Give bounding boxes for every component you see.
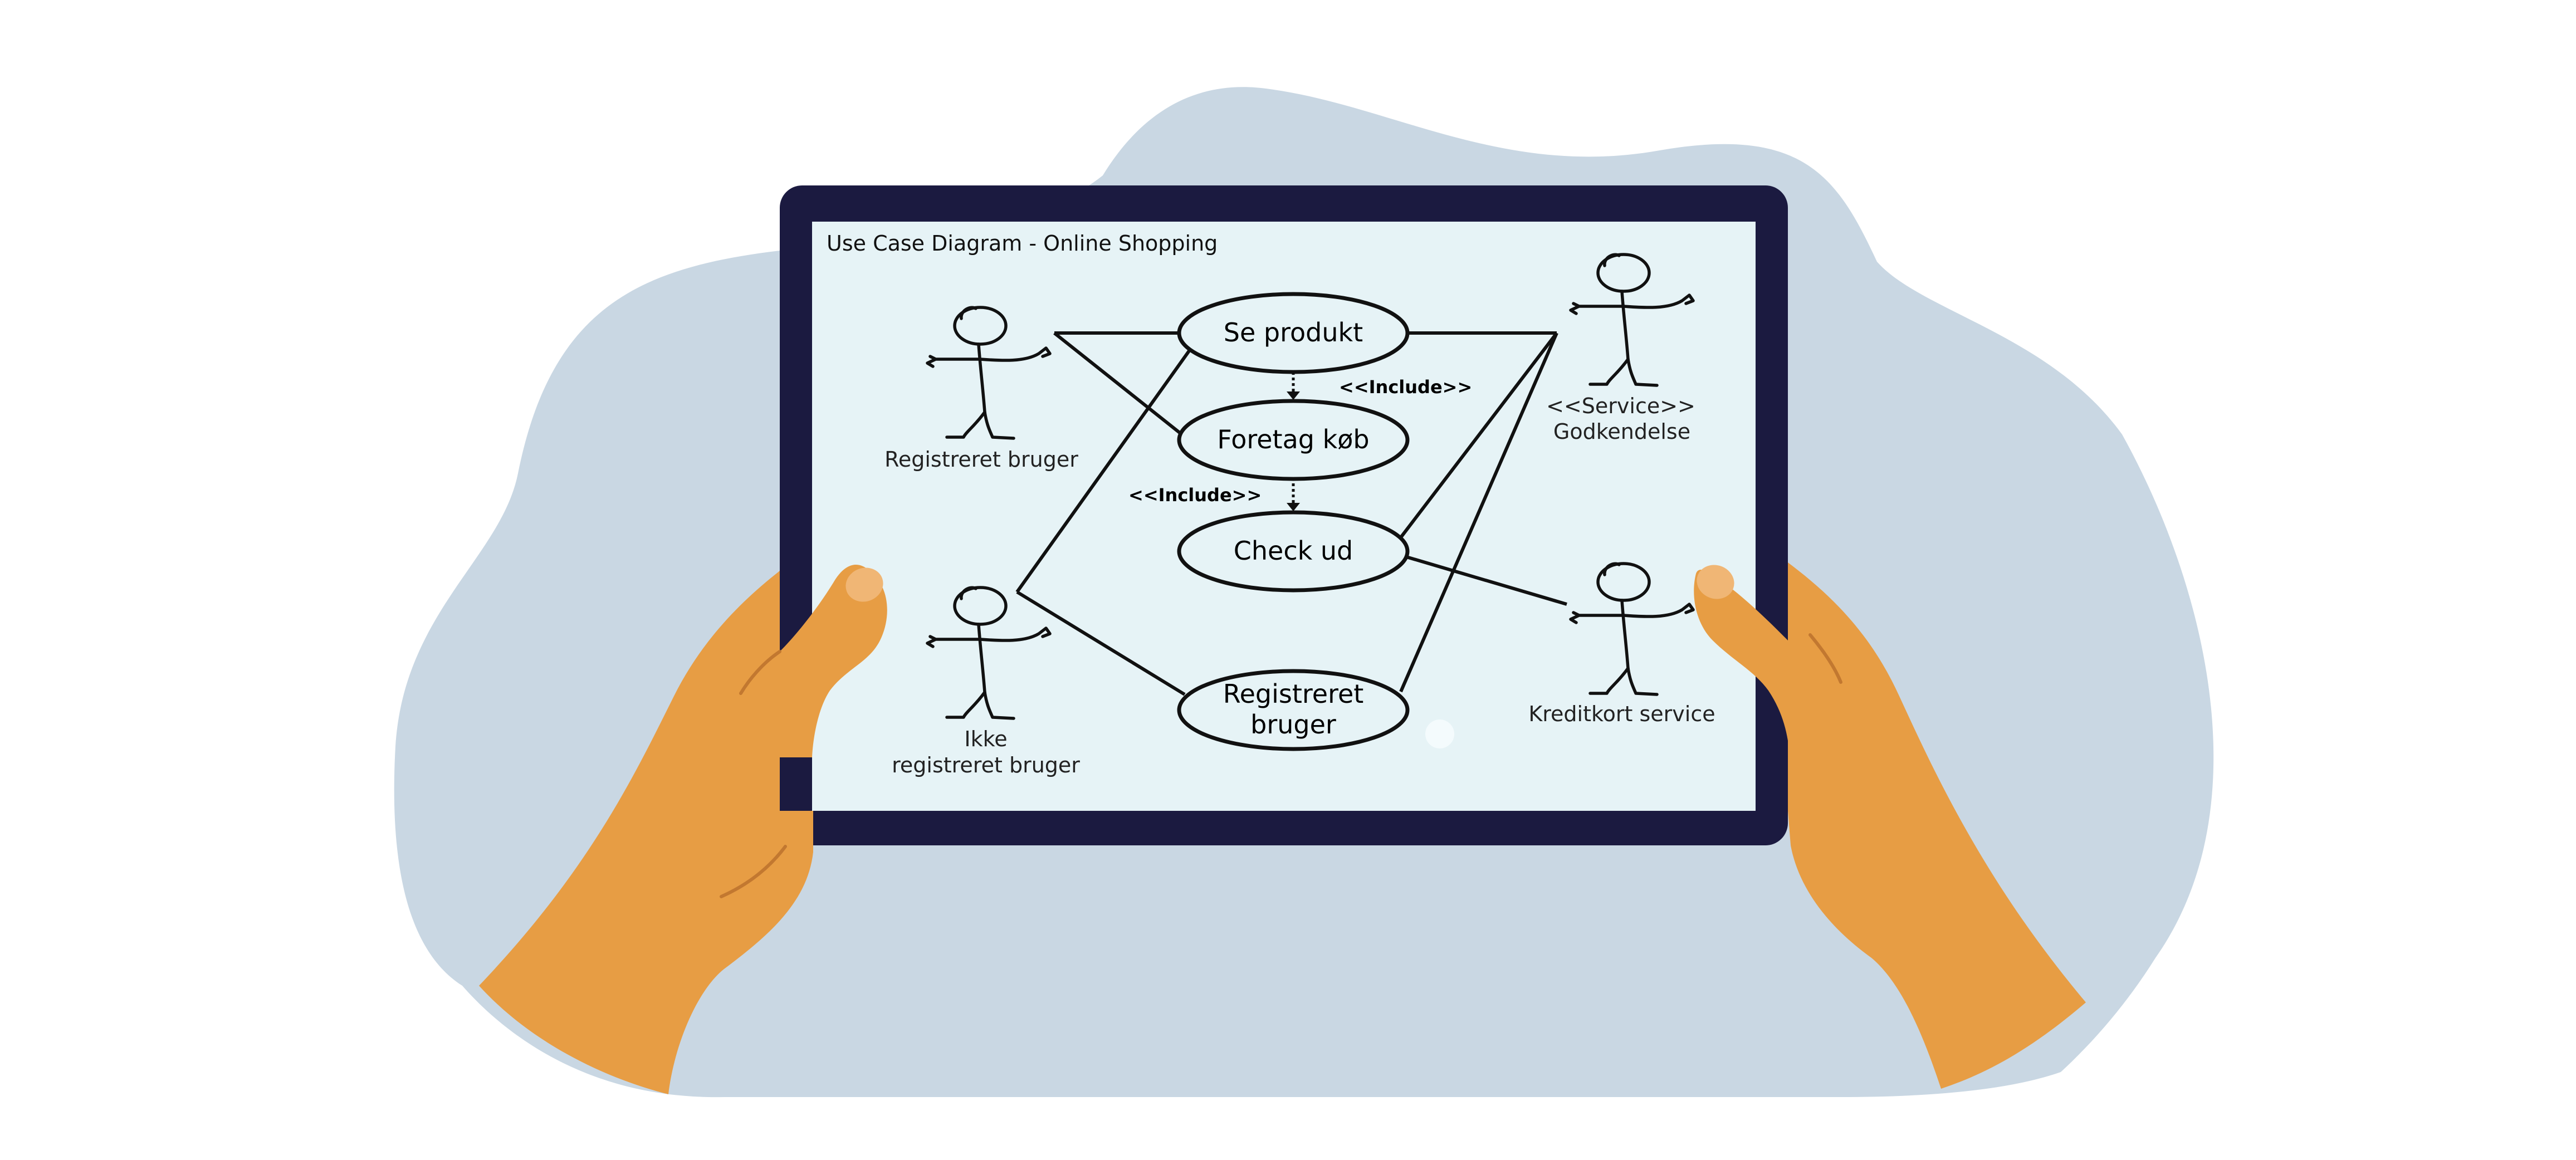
actor-registreret-bruger-label: Registreret bruger: [884, 447, 1078, 472]
assoc-registreret-foretag-koeb: [1053, 331, 1181, 434]
actor-figure-icon: [1569, 562, 1695, 696]
actor-kreditkort-service-label: Kreditkort service: [1528, 702, 1715, 726]
actor-ikke-registreret: [926, 586, 1052, 720]
include-arrows: [1287, 372, 1300, 511]
actor-figure-icon: [926, 586, 1052, 720]
diagram-title: Use Case Diagram - Online Shopping: [827, 231, 1218, 256]
include-arrow-2: [1287, 483, 1300, 511]
assoc-registreret-bruger-godkendelse: [1399, 332, 1558, 693]
actor-godkendelse-label: Godkendelse: [1553, 419, 1690, 444]
assoc-ikke-registreret-bruger: [1016, 590, 1186, 696]
use-case-check-ud: Check ud: [1177, 510, 1410, 593]
left-hand: [479, 565, 887, 1094]
left-hand-crease-2: [720, 845, 787, 898]
use-case-registreret-bruger: Registreret bruger: [1177, 669, 1410, 751]
right-thumbnail-icon: [1697, 565, 1734, 599]
include-label-1: <<Include>>: [1339, 376, 1472, 398]
left-hand-crease: [739, 650, 781, 695]
include-label-2: <<Include>>: [1128, 484, 1262, 506]
actor-ikke-registreret-label-line1: Ikke: [964, 727, 1007, 751]
assoc-check-ud-godkendelse: [1399, 332, 1558, 539]
right-hand-crease: [1808, 633, 1842, 684]
left-thumb: [780, 565, 887, 757]
left-hand-palm: [479, 571, 813, 1094]
association-lines: [1015, 331, 1567, 696]
actor-kreditkort-service: [1569, 562, 1695, 696]
left-thumbnail-icon: [845, 567, 883, 602]
actor-godkendelse-stereotype: <<Service>>: [1546, 394, 1695, 418]
actor-ikke-registreret-label-line2: registreret bruger: [892, 753, 1080, 777]
use-case-foretag-koeb: Foretag køb: [1177, 399, 1410, 481]
screen-reflection: [1425, 720, 1454, 748]
right-hand-palm: [1788, 562, 2086, 1089]
right-hand: [1694, 562, 2086, 1089]
use-case-registreret-bruger-label-line2: bruger: [1250, 709, 1336, 740]
actor-figure-icon: [1569, 253, 1695, 387]
include-arrow-1: [1287, 372, 1300, 400]
assoc-ikke-se-produkt: [1015, 350, 1191, 593]
actor-godkendelse: [1569, 253, 1695, 387]
right-thumb: [1694, 569, 1788, 741]
assoc-check-ud-kreditkort: [1406, 555, 1567, 606]
use-case-registreret-bruger-label-line1: Registreret: [1223, 679, 1364, 709]
actor-registreret-bruger: [926, 306, 1052, 440]
use-case-se-produkt: Se produkt: [1177, 292, 1410, 374]
use-case-se-produkt-label: Se produkt: [1224, 317, 1363, 347]
actor-figure-icon: [926, 306, 1052, 440]
use-case-foretag-koeb-label: Foretag køb: [1217, 424, 1369, 454]
use-case-check-ud-label: Check ud: [1234, 536, 1353, 566]
